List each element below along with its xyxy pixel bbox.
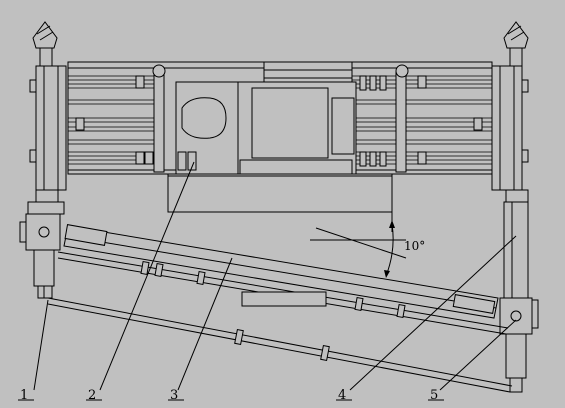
angle-annotation: 10° <box>310 212 425 278</box>
part-label-5: 5 <box>430 388 438 403</box>
part-label-3: 3 <box>170 388 178 403</box>
angle-label: 10° <box>404 239 425 253</box>
tie-rod <box>47 297 513 393</box>
part-label-2: 2 <box>88 388 96 403</box>
left-column <box>19 21 67 299</box>
part-label-1: 1 <box>20 388 28 403</box>
part-label-4: 4 <box>338 388 346 403</box>
inclined-beam <box>57 224 509 335</box>
top-frame <box>67 61 493 213</box>
right-column <box>491 21 539 393</box>
leader-lines <box>18 161 517 401</box>
part-labels: 1 2 3 4 5 <box>20 388 438 403</box>
